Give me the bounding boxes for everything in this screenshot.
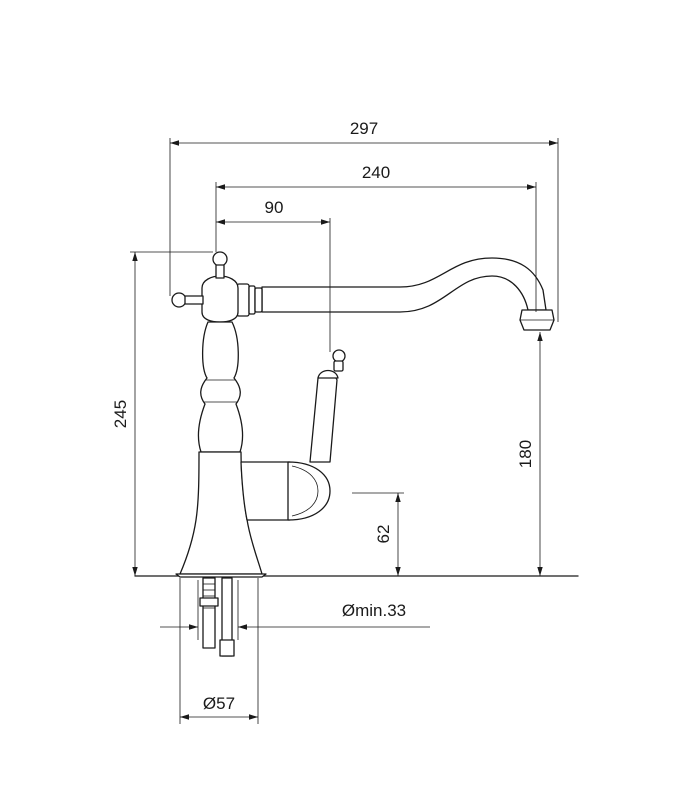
label-57: Ø57 [203, 694, 235, 713]
label-297: 297 [350, 119, 378, 138]
label-62: 62 [374, 525, 393, 544]
column [197, 321, 244, 453]
spout-collar [236, 283, 250, 317]
cartridge-cap [287, 461, 331, 521]
dimension-spout-reach: 240 [215, 163, 537, 312]
label-180: 180 [516, 440, 535, 468]
mounting-fittings [199, 577, 235, 657]
dimension-total-height: 245 [111, 251, 213, 576]
label-hole-diameter: Ømin.33 [342, 601, 406, 620]
dimension-spout-height: 180 [516, 332, 543, 576]
cross-handle [171, 251, 228, 308]
head-cap [201, 275, 239, 323]
dimension-total-width: 297 [169, 119, 559, 322]
base-flange [175, 573, 267, 578]
lever-handle [309, 373, 338, 463]
faucet-outline [171, 251, 555, 578]
threaded-stud [202, 577, 216, 649]
label-245: 245 [111, 400, 130, 428]
label-90: 90 [265, 198, 284, 217]
dimension-lever-height: 62 [352, 492, 404, 576]
label-240: 240 [362, 163, 390, 182]
dimension-hole-diameter: Ømin.33 [160, 580, 430, 640]
spout [261, 257, 547, 313]
dimension-handle-offset: 90 [216, 198, 331, 352]
dimension-base-diameter: Ø57 [179, 578, 259, 724]
cartridge-housing [240, 461, 291, 521]
